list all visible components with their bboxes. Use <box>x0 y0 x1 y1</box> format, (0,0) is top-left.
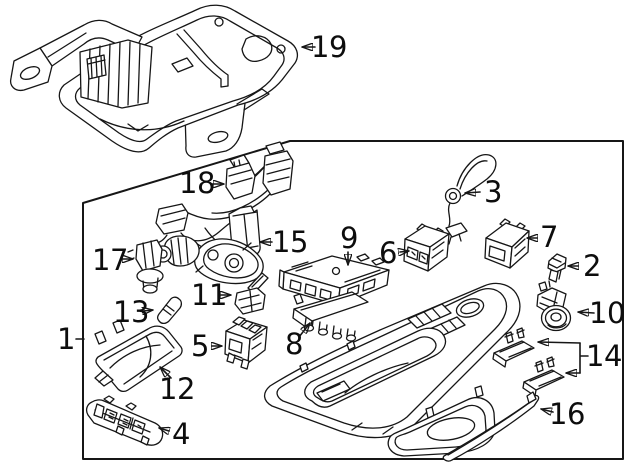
callout-17: 17 <box>92 243 134 277</box>
part-11-switch <box>234 272 269 315</box>
callout-14: 14 <box>537 339 622 374</box>
callout-3-leader <box>464 192 481 193</box>
callout-9-label: 9 <box>340 221 358 255</box>
callout-14-leader-top <box>537 342 581 343</box>
part-7-switch <box>484 218 530 269</box>
part-8-connector-strip <box>292 291 369 342</box>
callout-2: 2 <box>567 249 601 283</box>
callout-2-label: 2 <box>583 249 601 283</box>
callout-19: 19 <box>301 30 347 64</box>
callout-4: 4 <box>158 417 190 451</box>
part-13-bulb <box>156 296 183 325</box>
callout-7-label: 7 <box>540 220 558 254</box>
callout-8-label: 8 <box>285 327 303 361</box>
callout-1: 1 <box>57 322 85 356</box>
callout-6-leader <box>400 251 410 252</box>
callout-15: 15 <box>259 225 308 259</box>
part-17-bulb-socket <box>127 239 164 294</box>
part-15-lamp-housing-assembly <box>154 205 264 285</box>
part-6-switch <box>403 223 450 272</box>
callout-13-label: 13 <box>113 295 149 329</box>
part-5-switch <box>224 316 268 370</box>
part-4-switch-panel <box>85 395 164 446</box>
part-2-clip <box>547 253 567 283</box>
callout-14-bracket <box>579 342 589 374</box>
callout-5-label: 5 <box>191 329 209 363</box>
console-trim-plate <box>263 282 521 439</box>
part-10-switch-knob <box>536 280 572 332</box>
callout-8-leader <box>298 322 311 338</box>
callout-4-label: 4 <box>172 417 190 451</box>
parts-enclosure-box <box>82 140 624 460</box>
callout-18: 18 <box>179 166 225 200</box>
callout-6-label: 6 <box>379 236 397 270</box>
callout-11: 11 <box>191 278 232 312</box>
callout-13-leader <box>143 310 154 311</box>
callout-8: 8 <box>285 322 311 361</box>
callout-16-leader <box>540 409 554 412</box>
callout-12: 12 <box>159 366 195 406</box>
part-16-trim-strip <box>442 391 540 462</box>
part-14-retainer-clips <box>492 327 565 397</box>
callout-16-label: 16 <box>549 397 585 431</box>
callout-13: 13 <box>113 295 154 329</box>
callout-1-label: 1 <box>57 322 75 356</box>
callout-10-label: 10 <box>589 296 625 330</box>
callout-7: 7 <box>526 220 558 254</box>
callout-14-label: 14 <box>586 339 622 373</box>
callout-3-label: 3 <box>484 175 502 209</box>
callout-6: 6 <box>379 236 410 270</box>
callout-5: 5 <box>191 329 223 363</box>
callout-10-leader <box>577 312 595 313</box>
callout-4-leader <box>158 428 169 431</box>
callout-16: 16 <box>540 397 585 431</box>
callout-9: 9 <box>340 221 358 266</box>
callout-15-label: 15 <box>272 225 308 259</box>
callout-11-label: 11 <box>191 278 227 312</box>
part-3-wire-assembly <box>444 154 497 245</box>
part-19-console-mounting-bracket <box>9 4 299 158</box>
callout-17-label: 17 <box>92 243 128 277</box>
callout-12-leader <box>159 366 172 379</box>
callout-12-label: 12 <box>159 372 195 406</box>
callout-3: 3 <box>464 175 502 209</box>
callout-19-label: 19 <box>311 30 347 64</box>
callout-18-label: 18 <box>179 166 215 200</box>
callout-10: 10 <box>577 296 625 330</box>
part-12-lamp-lens <box>94 319 183 393</box>
